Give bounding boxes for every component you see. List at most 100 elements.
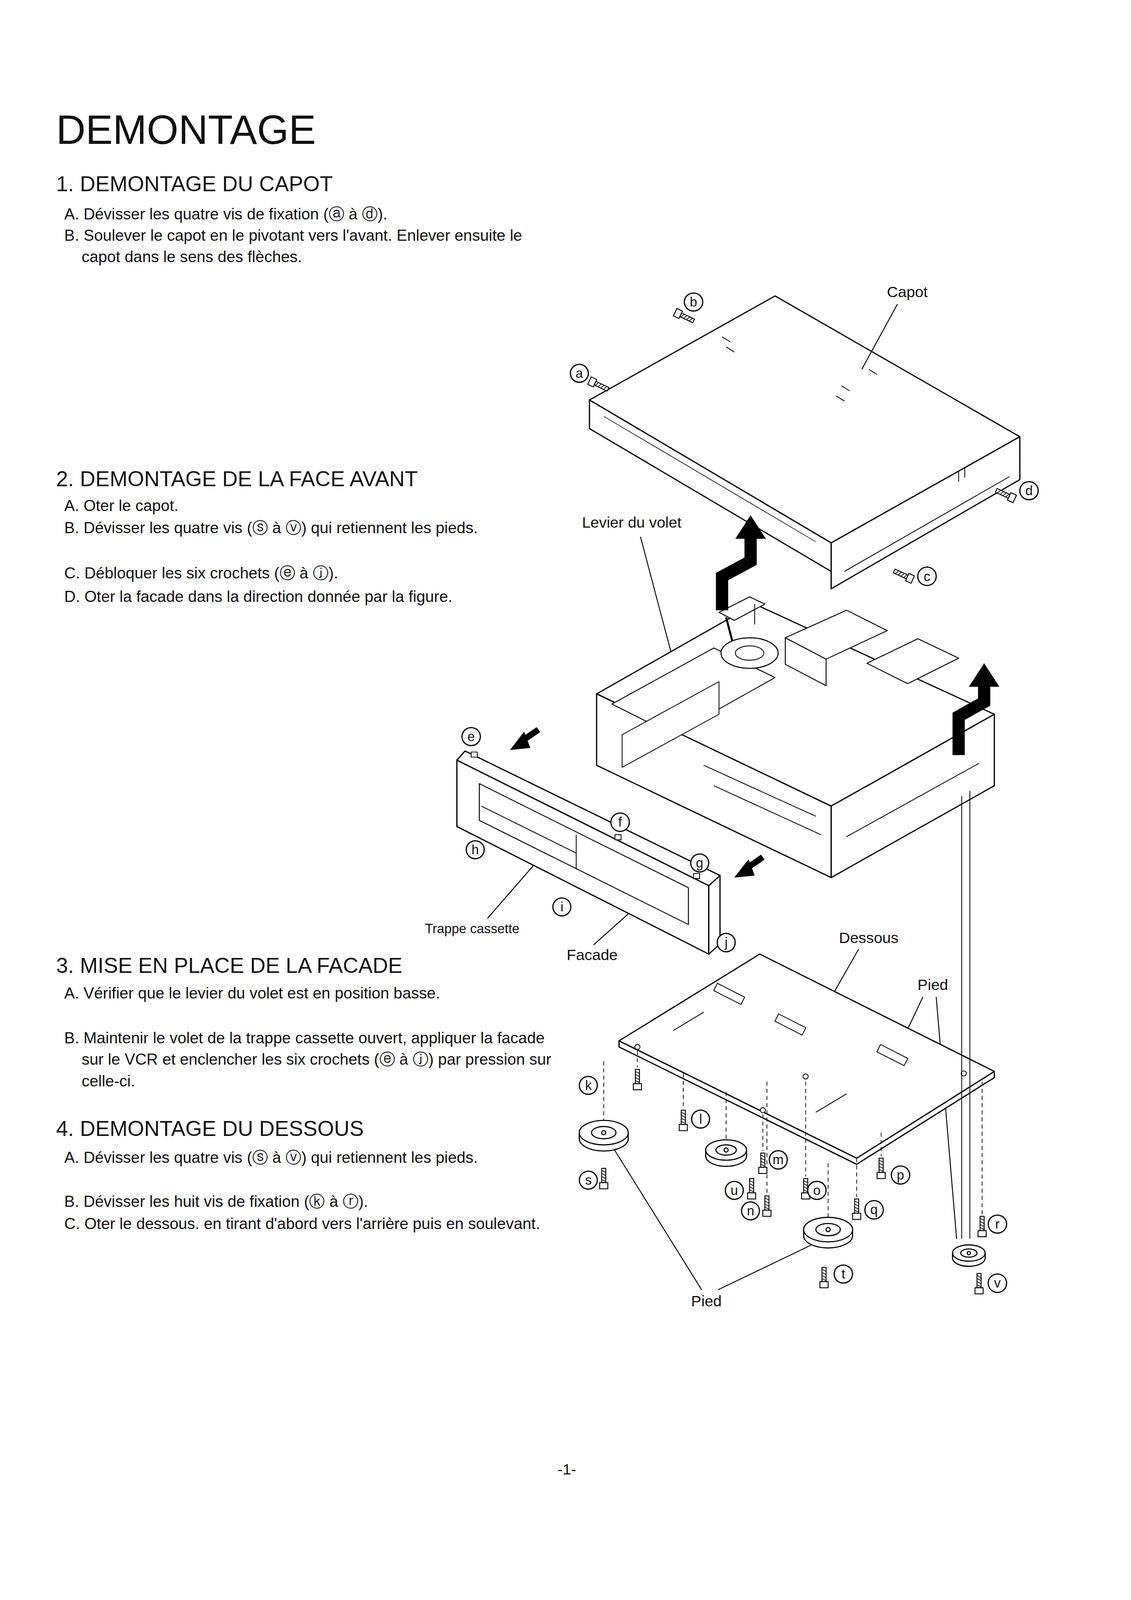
foot-drawings xyxy=(601,1130,607,1135)
bottom-screws xyxy=(747,1178,756,1199)
chassis-drawing xyxy=(785,637,827,686)
chassis-drawing xyxy=(703,765,817,817)
front-panel-drawing xyxy=(615,834,621,840)
foot-drawings xyxy=(803,1217,853,1242)
callout-letter: l xyxy=(690,1109,711,1129)
guide-lines xyxy=(762,1113,764,1151)
bottom-plate-drawing xyxy=(775,1013,807,1035)
bottom-screws xyxy=(679,1110,688,1131)
removal-arrows xyxy=(510,729,764,878)
callout-letter: r xyxy=(987,1214,1007,1234)
chassis-drawing xyxy=(866,638,959,684)
callout-letter: b xyxy=(683,292,703,312)
front-panel-drawing xyxy=(471,752,478,758)
callout-letter: s xyxy=(578,1170,598,1190)
callout-letter: g xyxy=(690,853,710,873)
cover-drawing xyxy=(589,295,1020,589)
foot-drawings xyxy=(960,1248,977,1257)
callout-letter: v xyxy=(987,1273,1007,1293)
guide-lines xyxy=(725,1091,727,1140)
bottom-plate-drawing xyxy=(760,1107,766,1113)
cover-drawing xyxy=(964,467,966,478)
bottom-plate-drawing xyxy=(803,1073,809,1079)
bottom-plate-drawing xyxy=(618,953,994,1158)
bottom-screws xyxy=(877,1157,886,1179)
foot-drawings xyxy=(579,1120,629,1145)
part-label: Trappe cassette xyxy=(423,921,522,937)
alignment-lines xyxy=(961,790,970,1239)
callout-letter: e xyxy=(461,726,481,747)
chassis-drawing xyxy=(725,617,732,641)
lift-arrows xyxy=(735,515,767,539)
foot-drawings xyxy=(715,1144,737,1155)
front-panel-drawing xyxy=(481,805,577,853)
cover-drawing xyxy=(725,346,735,353)
bottom-plate-drawing xyxy=(618,953,994,1164)
bottom-plate-drawing xyxy=(713,982,745,1005)
removal-arrows xyxy=(734,859,755,878)
cover-drawing xyxy=(958,471,960,482)
foot-drawings xyxy=(952,1244,986,1261)
instruction-step: C. Débloquer les six crochets (ⓔ à ⓙ). xyxy=(64,562,559,584)
cover-screws xyxy=(892,567,915,584)
guide-lines xyxy=(766,1081,768,1194)
part-label: Dessous xyxy=(837,929,901,947)
guide-lines xyxy=(981,1081,983,1215)
chassis-drawing xyxy=(714,785,822,835)
section-heading: 4. DEMONTAGE DU DESSOUS xyxy=(55,1115,364,1142)
callout-letter: h xyxy=(465,839,485,860)
callout-letter: o xyxy=(807,1180,827,1200)
callout-letter: d xyxy=(1019,480,1039,501)
guide-lines xyxy=(682,1073,684,1108)
guide-lines xyxy=(637,1050,639,1067)
cover-screws xyxy=(994,486,1017,503)
front-panel-drawing xyxy=(693,873,700,879)
front-panel-drawing xyxy=(479,783,689,925)
part-label: Pied xyxy=(689,1292,724,1310)
bottom-plate-drawing xyxy=(673,1011,704,1031)
bottom-screws xyxy=(599,1069,987,1294)
foot-drawings xyxy=(826,1227,831,1232)
bottom-screws xyxy=(852,1198,861,1220)
part-label: Facade xyxy=(565,946,620,964)
foot-drawings xyxy=(705,1139,747,1161)
page-number: -1- xyxy=(555,1460,578,1478)
instruction-step: B. Dévisser les quatre vis (ⓢ à ⓥ) qui r… xyxy=(64,516,559,539)
chassis-drawing xyxy=(735,645,764,660)
chassis-drawing xyxy=(754,603,755,625)
foot-drawings xyxy=(967,1250,971,1255)
lift-arrows xyxy=(722,536,751,610)
callout-letter: c xyxy=(917,566,937,586)
section-heading: 1. DEMONTAGE DU CAPOT xyxy=(55,171,333,197)
removal-arrows xyxy=(510,731,531,750)
foot-drawings xyxy=(724,1147,729,1152)
bottom-screws xyxy=(978,1215,987,1237)
bottom-screws xyxy=(758,1152,767,1174)
guide-lines xyxy=(856,1157,857,1197)
instruction-step: A. Oter le capot. xyxy=(64,494,559,516)
foot-drawings xyxy=(579,1120,986,1267)
section-heading: 2. DEMONTAGE DE LA FACE AVANT xyxy=(55,466,418,492)
leader-lines xyxy=(717,1242,816,1290)
front-panel-drawing xyxy=(575,834,577,869)
callout-letter: f xyxy=(610,812,630,832)
instruction-step: B. Dévisser les huit vis de fixation (ⓚ … xyxy=(64,1190,559,1212)
guide-lines xyxy=(603,1050,983,1218)
callout-letter: i xyxy=(552,897,572,917)
cover-drawing xyxy=(830,436,1020,589)
bottom-plate-drawing xyxy=(877,1044,909,1066)
chassis-drawing xyxy=(720,637,779,669)
foot-drawings xyxy=(816,1223,841,1236)
callout-letter: m xyxy=(768,1149,788,1169)
cover-drawing xyxy=(841,385,850,391)
cover-drawing xyxy=(589,399,831,572)
callout-letter: j xyxy=(716,932,736,952)
lift-arrows xyxy=(722,515,1000,755)
part-label: Capot xyxy=(885,283,930,301)
instruction-step: B. Soulever le capot en le pivotant vers… xyxy=(64,224,559,268)
bottom-screws xyxy=(762,1195,771,1216)
callout-letter: n xyxy=(740,1200,761,1221)
chassis-drawing xyxy=(596,596,995,878)
callout-letter: k xyxy=(578,1075,598,1095)
